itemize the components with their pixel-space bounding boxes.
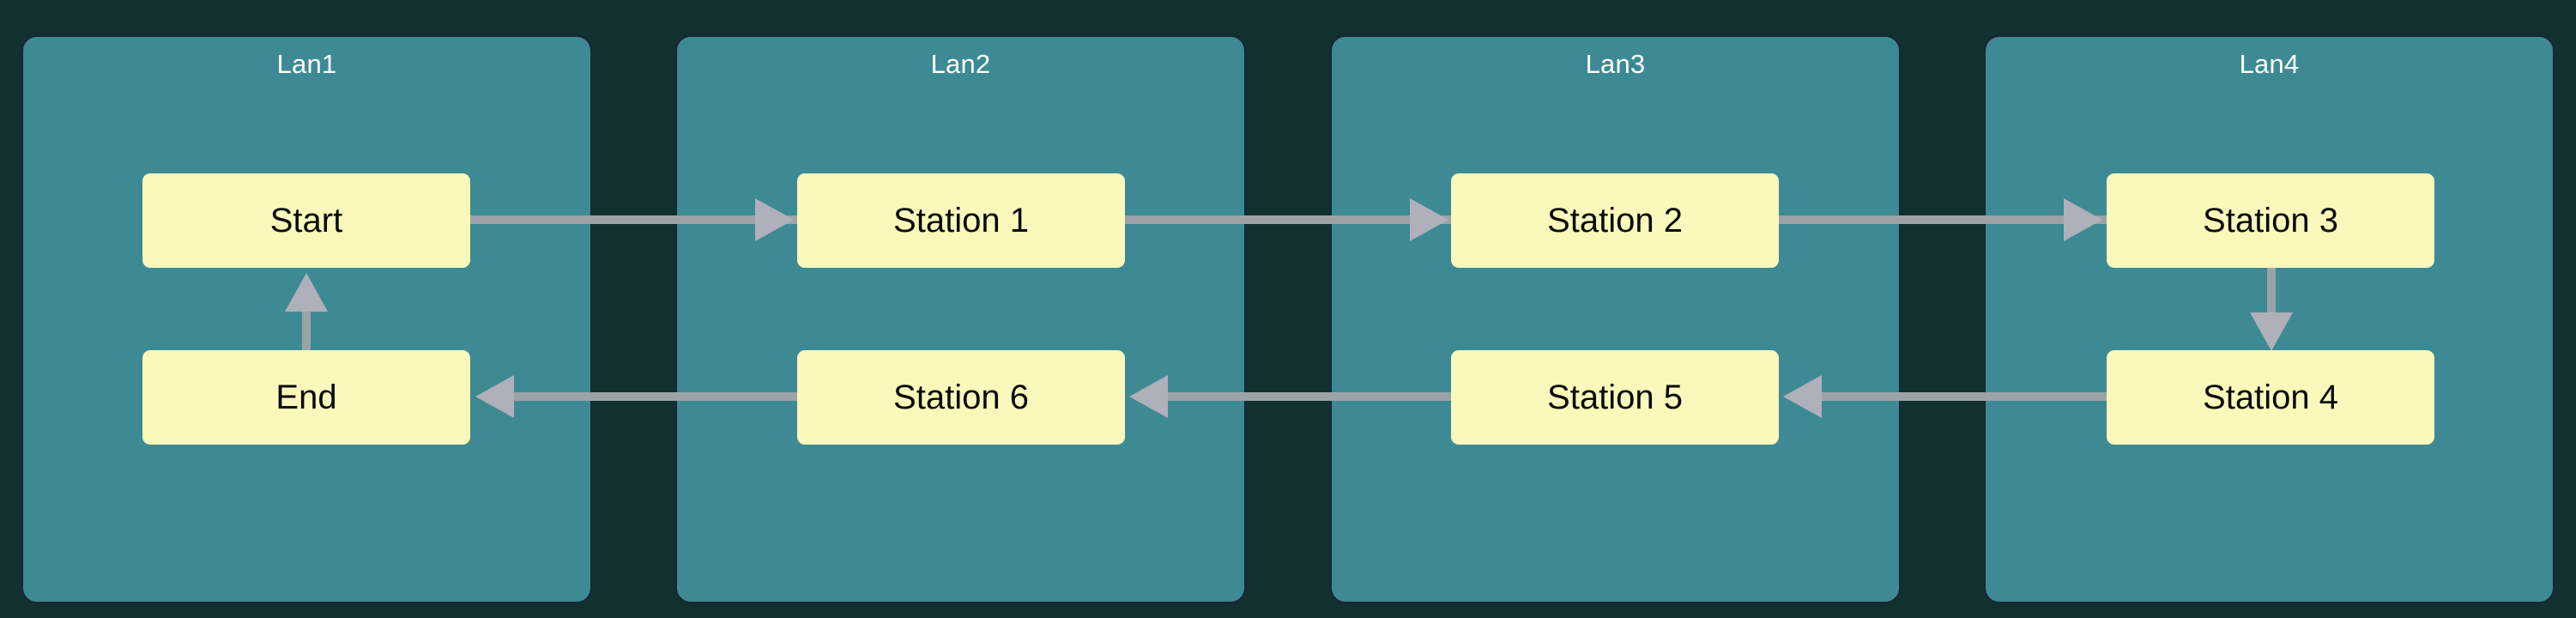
node-station1-label: Station 1 [893, 202, 1029, 239]
lane-label-lan4: Lan4 [2239, 49, 2300, 79]
node-end[interactable]: End [142, 350, 470, 445]
edge-start-to-station1-line [470, 215, 803, 224]
lane-lan3[interactable]: Lan3 [1330, 35, 1901, 603]
node-station5-label: Station 5 [1547, 379, 1683, 416]
node-station2-label: Station 2 [1547, 202, 1683, 239]
edge-station4-to-station5-line [1811, 392, 2111, 401]
edge-end-to-start-line [302, 283, 311, 352]
edge-end-to-start-arrowhead-up-icon [285, 273, 328, 312]
edge-station3-to-station4-arrowhead-down-icon [2250, 312, 2293, 351]
lane-label-lan2: Lan2 [930, 49, 991, 79]
edge-station2-to-station3-line [1779, 215, 2112, 224]
edge-station6-to-end-line [503, 392, 803, 401]
node-start[interactable]: Start [142, 173, 470, 268]
edge-station3-to-station4-line [2267, 268, 2276, 321]
node-station3-label: Station 3 [2203, 202, 2338, 239]
node-station2[interactable]: Station 2 [1451, 173, 1779, 268]
lane-lan2[interactable]: Lan2 [675, 35, 1246, 603]
edge-station5-to-station6-line [1157, 392, 1457, 401]
node-start-label: Start [269, 202, 343, 239]
node-station1[interactable]: Station 1 [797, 173, 1125, 268]
edge-station1-to-station2-arrowhead-right-icon [1410, 198, 1448, 241]
node-station6-label: Station 6 [893, 379, 1029, 416]
node-station4-label: Station 4 [2203, 379, 2338, 416]
node-station5[interactable]: Station 5 [1451, 350, 1779, 445]
edge-station1-to-station2-line [1125, 215, 1458, 224]
lane-label-lan3: Lan3 [1585, 49, 1646, 79]
node-station6[interactable]: Station 6 [797, 350, 1125, 445]
node-end-label: End [275, 379, 337, 416]
edge-station2-to-station3-arrowhead-right-icon [2064, 198, 2102, 241]
edge-start-to-station1-arrowhead-right-icon [755, 198, 794, 241]
edge-station4-to-station5-arrowhead-left-icon [1783, 375, 1822, 418]
node-station4[interactable]: Station 4 [2107, 350, 2434, 445]
lane-label-lan1: Lan1 [276, 49, 337, 79]
edge-station6-to-end-arrowhead-left-icon [475, 375, 514, 418]
edge-station5-to-station6-arrowhead-left-icon [1129, 375, 1168, 418]
node-station3[interactable]: Station 3 [2107, 173, 2434, 268]
